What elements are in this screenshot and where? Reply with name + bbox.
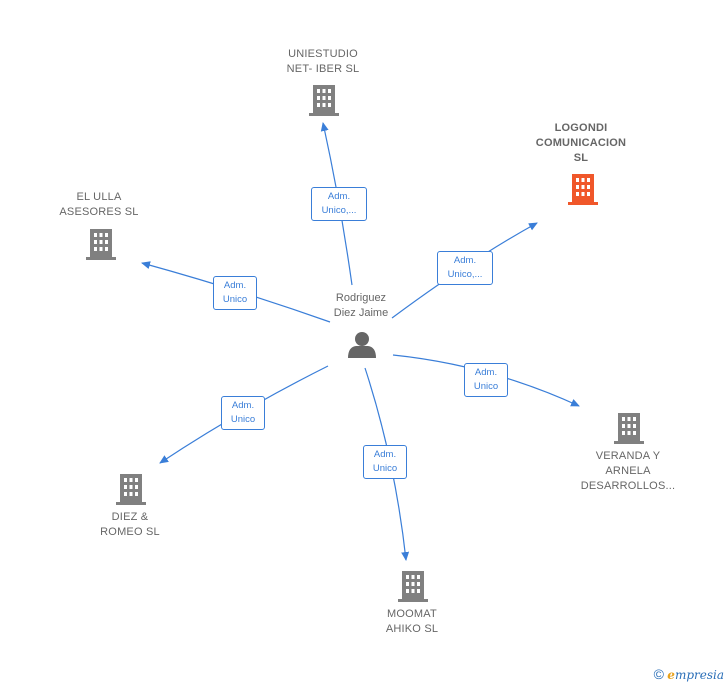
company-name-line1: LOGONDI: [554, 122, 608, 134]
edge-label-veranda[interactable]: Adm. Unico: [464, 363, 508, 397]
edge-role-line1: Adm.: [474, 367, 498, 378]
brand-name: mpresia: [674, 668, 724, 682]
edge-role-line2: Unico: [222, 294, 248, 305]
brand-initial: e: [667, 668, 675, 682]
edge-role-line1: Adm.: [327, 191, 351, 202]
edge-role-line2: Unico,...: [447, 269, 483, 280]
company-name-line1: VERANDA Y: [595, 450, 661, 462]
edge-label-logondi[interactable]: Adm. Unico,...: [437, 251, 493, 285]
building-uniestudio[interactable]: [309, 85, 339, 116]
edge-label-diez-romeo[interactable]: Adm. Unico: [221, 396, 265, 430]
copyright-symbol: ©: [653, 666, 664, 682]
company-name-line1: DIEZ &: [111, 511, 149, 523]
company-label-veranda[interactable]: VERANDA Y ARNELA DESARROLLOS...: [581, 449, 676, 494]
company-label-el-ulla[interactable]: EL ULLA ASESORES SL: [59, 190, 138, 220]
company-name-line1: MOOMAT: [387, 608, 437, 620]
edge-role-line2: Unico,...: [321, 205, 357, 216]
edge-label-uniestudio[interactable]: Adm. Unico,...: [311, 187, 367, 221]
company-name-line3: DESARROLLOS...: [580, 480, 676, 492]
company-name-line2: ASESORES SL: [59, 206, 139, 218]
edge-role-line1: Adm.: [231, 400, 255, 411]
person-name[interactable]: Rodriguez Diez Jaime: [334, 291, 388, 321]
brand-logo: empresia: [667, 668, 724, 682]
building-el-ulla[interactable]: [86, 229, 116, 260]
company-name-line2: ARNELA: [605, 465, 651, 477]
building-logondi[interactable]: [568, 174, 598, 205]
building-moomat[interactable]: [398, 571, 428, 602]
company-name-line2: NET- IBER SL: [286, 63, 360, 75]
company-name-line2: ROMEO SL: [100, 526, 160, 538]
edge-role-line1: Adm.: [453, 255, 477, 266]
company-name-line1: EL ULLA: [76, 191, 122, 203]
company-name-line2: AHIKO SL: [385, 623, 439, 635]
person-icon[interactable]: [348, 332, 376, 358]
edge-label-moomat[interactable]: Adm. Unico: [363, 445, 407, 479]
edge-role-line2: Unico: [230, 414, 256, 425]
company-label-logondi[interactable]: LOGONDI COMUNICACION SL: [536, 121, 626, 166]
edge-label-el-ulla[interactable]: Adm. Unico: [213, 276, 257, 310]
company-label-moomat[interactable]: MOOMAT AHIKO SL: [386, 607, 438, 637]
company-label-uniestudio[interactable]: UNIESTUDIO NET- IBER SL: [287, 47, 360, 77]
edge-role-line1: Adm.: [223, 280, 247, 291]
footer-brand[interactable]: © empresia: [654, 666, 724, 682]
building-diez-romeo[interactable]: [116, 474, 146, 505]
person-name-line2: Diez Jaime: [333, 307, 389, 319]
company-label-diez-romeo[interactable]: DIEZ & ROMEO SL: [100, 510, 160, 540]
company-name-line2: COMUNICACION: [535, 137, 627, 149]
company-name-line1: UNIESTUDIO: [288, 48, 358, 60]
edge-role-line2: Unico: [372, 463, 398, 474]
company-name-line3: SL: [573, 152, 589, 164]
edge-role-line2: Unico: [473, 381, 499, 392]
edge-role-line1: Adm.: [373, 449, 397, 460]
person-name-line1: Rodriguez: [335, 292, 387, 304]
building-veranda[interactable]: [614, 413, 644, 444]
